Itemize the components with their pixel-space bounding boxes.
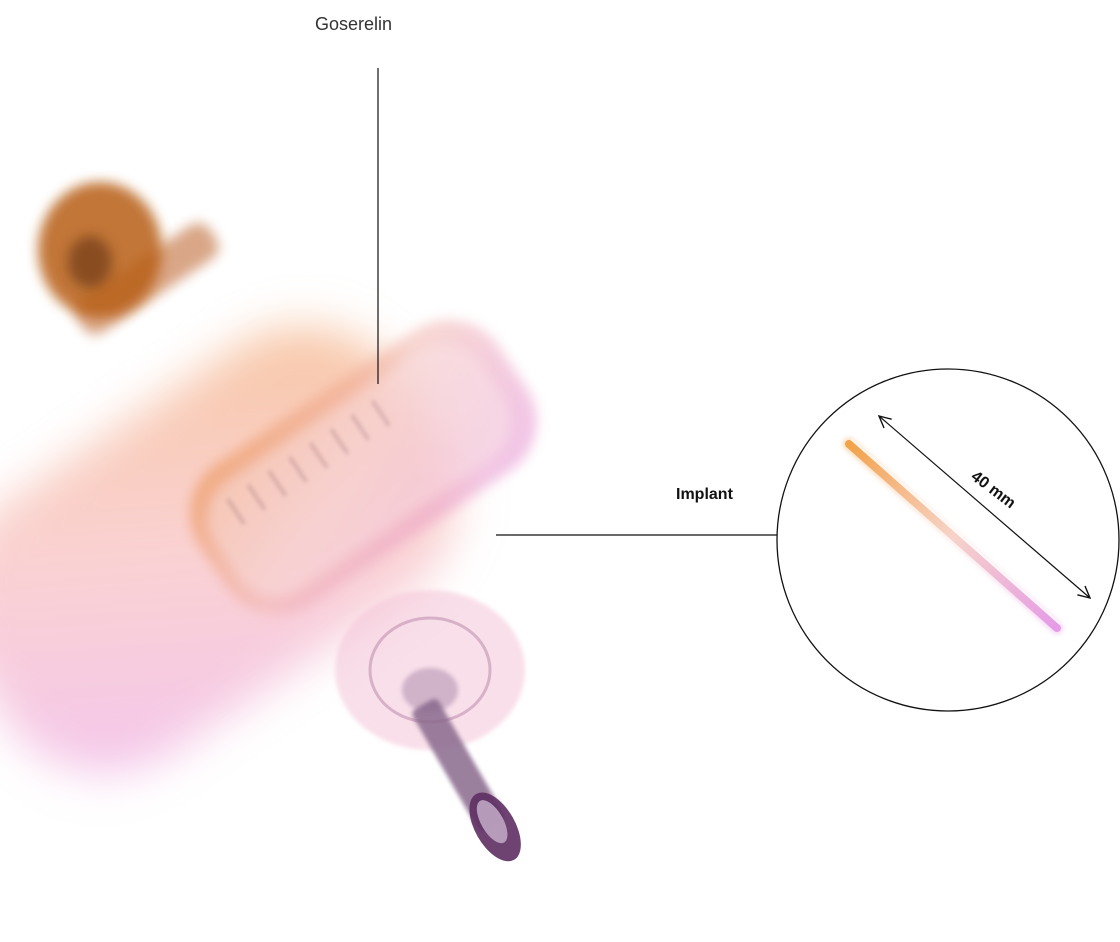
implant-label: Implant (676, 486, 733, 504)
syringe-icon (0, 182, 560, 870)
drug-name-label: Goserelin (315, 14, 392, 35)
